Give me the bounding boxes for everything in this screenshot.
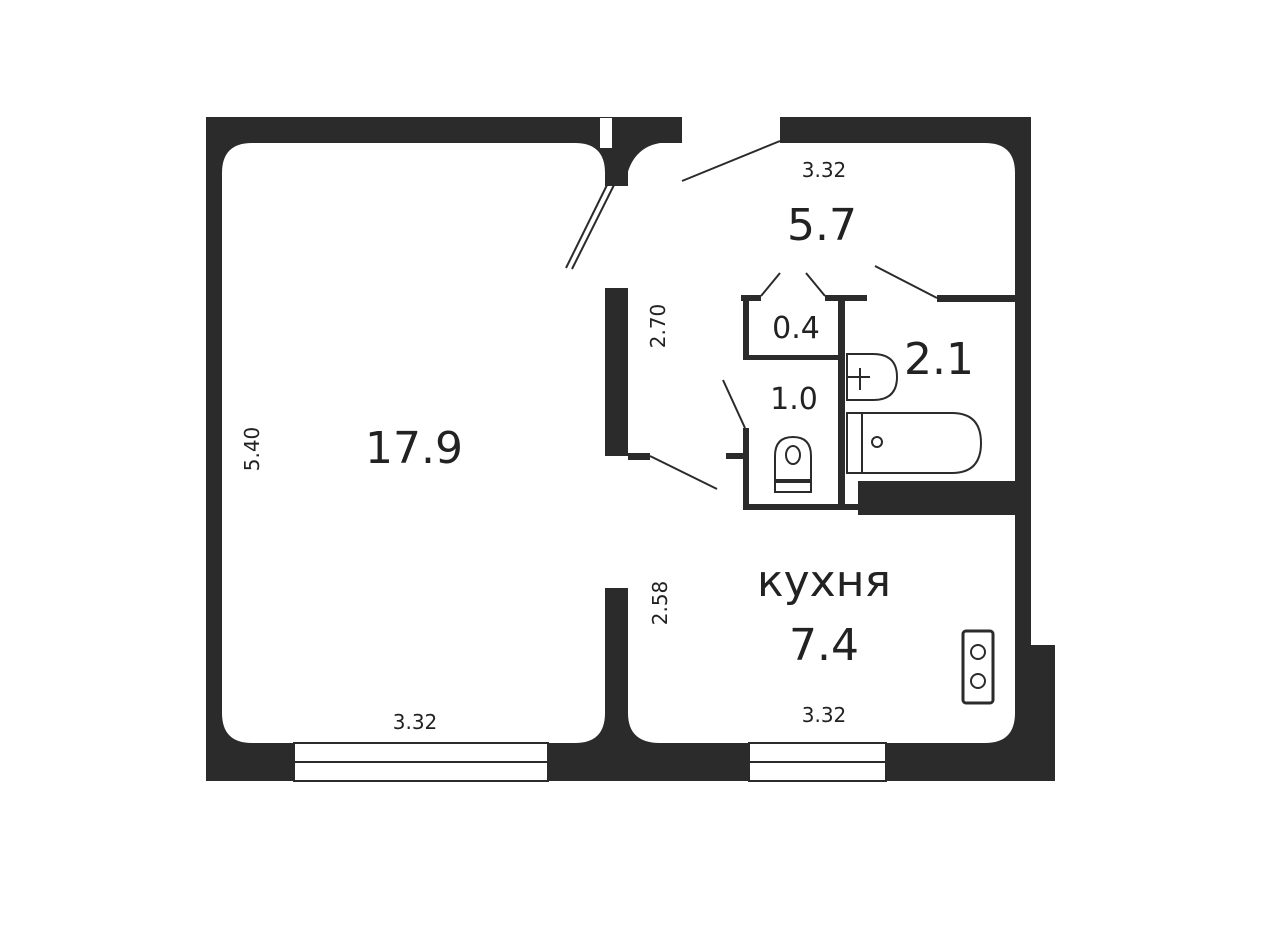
wall-openings	[598, 110, 780, 588]
closet-door-right	[805, 272, 826, 297]
bathroom-area: 2.1	[904, 334, 974, 385]
living-door-leaf-b	[571, 184, 615, 270]
sink-icon	[846, 353, 899, 401]
closet-top-right	[825, 295, 867, 301]
doors	[565, 140, 938, 490]
rounded-jamb	[612, 117, 660, 185]
bathroom-door	[874, 265, 938, 299]
partition-living-hall	[605, 290, 625, 456]
living-door-opening	[598, 186, 634, 288]
entrance-door	[681, 140, 781, 182]
toilet-area: 1.0	[770, 382, 818, 417]
toilet-icon	[774, 435, 812, 493]
closet-top-left	[741, 295, 761, 301]
kitchen-door	[649, 455, 718, 490]
wall-gap-top	[600, 118, 612, 148]
hall-area: 5.7	[787, 200, 857, 251]
closet-right-wall	[838, 295, 845, 510]
kitchen-name: кухня	[757, 556, 891, 607]
closet-door-left	[760, 272, 781, 297]
wall-fragments	[605, 117, 682, 460]
living-window	[293, 742, 549, 782]
living-length-dim: 5.40	[240, 427, 264, 472]
closet-bottom	[743, 355, 843, 360]
partition-stub	[628, 453, 650, 460]
toilet-left-wall	[743, 428, 749, 510]
windows	[293, 742, 887, 782]
interior-partitions	[726, 295, 1031, 515]
living-room-area: 17.9	[365, 423, 463, 474]
bath-partition-top	[937, 295, 1015, 302]
closet-area: 0.4	[772, 311, 820, 346]
living-door-leaf-a	[565, 182, 609, 269]
living-width-dim: 3.32	[393, 710, 438, 734]
hall-width-dim: 3.32	[802, 158, 847, 182]
kitchen-width-dim: 3.32	[802, 703, 847, 727]
entrance-opening	[682, 110, 780, 144]
closet-left-wall	[743, 295, 749, 359]
hall-length-dim: 2.70	[646, 304, 670, 349]
kitchen-door-opening	[598, 456, 634, 588]
stove-icon	[961, 629, 995, 705]
kitchen-area: 7.4	[789, 620, 859, 671]
toilet-left-stub	[726, 453, 748, 459]
toilet-bottom	[743, 504, 858, 510]
kitchen-window	[748, 742, 887, 782]
bath-bottom-block	[858, 481, 1031, 515]
bathtub-icon	[846, 412, 983, 474]
toilet-door	[722, 379, 746, 429]
kitchen-length-dim: 2.58	[648, 581, 672, 626]
